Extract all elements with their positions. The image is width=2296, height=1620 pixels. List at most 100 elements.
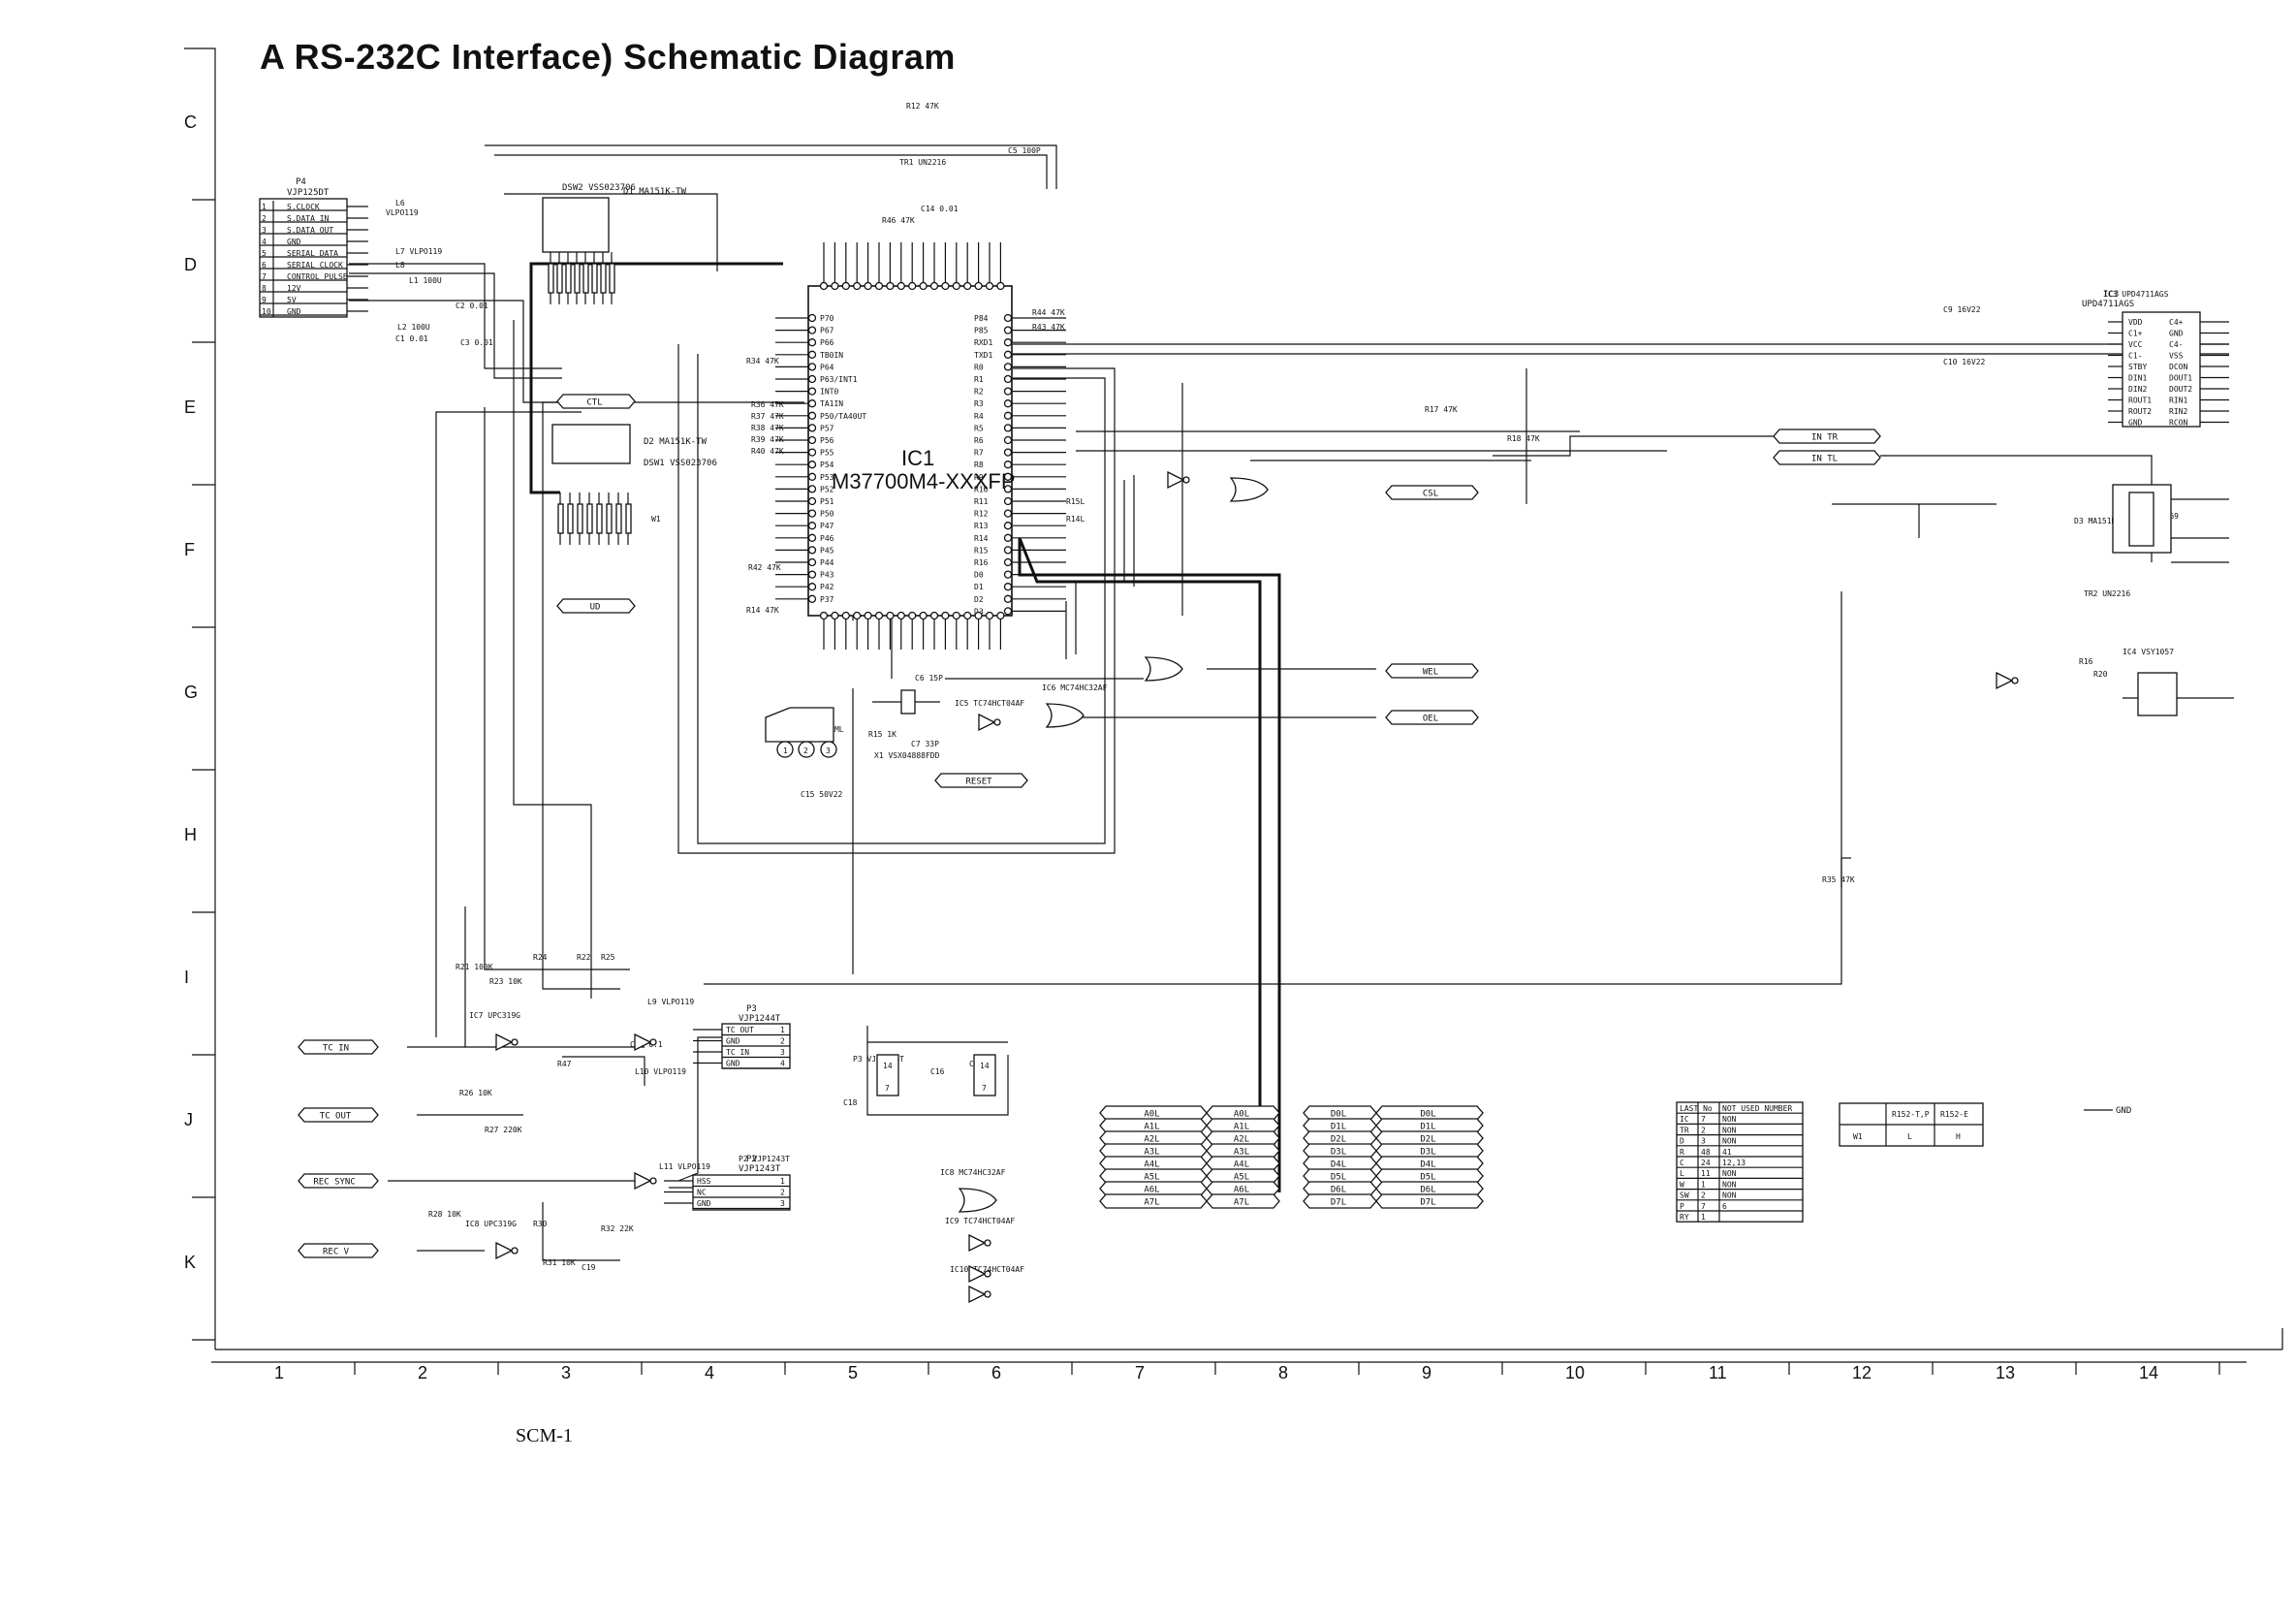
ic1-right-pin: R6 <box>974 436 984 445</box>
conn-pin-number: 2 <box>780 1037 785 1046</box>
ic1-left-pin: P67 <box>820 327 834 335</box>
table-cell: NON <box>1722 1180 1737 1189</box>
port-bus-d: D7L <box>1331 1198 1346 1208</box>
gnd-label: GND <box>2116 1106 2131 1116</box>
table-cell: SW <box>1680 1191 1689 1200</box>
port-bus-d-mirror: D1L <box>1420 1123 1435 1132</box>
port-bus-a-mirror: A0L <box>1234 1110 1249 1120</box>
option-cell: L <box>1907 1132 1912 1141</box>
ic3: IC3 UPD4711AGS VDDC1+VCCC1-STBYDIN1DIN2R… <box>2082 290 2229 428</box>
ic3-right-pin: C4+ <box>2169 318 2184 327</box>
port-wel: WEL <box>1423 668 1438 678</box>
part-label: R31 10K <box>543 1258 576 1267</box>
port-bus-a-mirror: A5L <box>1234 1173 1249 1183</box>
p4-pin-number: 2 <box>262 214 267 223</box>
part-label: R36 47K <box>751 400 784 409</box>
ic3-right-pin: VSS <box>2169 352 2184 361</box>
svg-text:14: 14 <box>883 1062 893 1070</box>
p4-pin-number: 8 <box>262 284 267 293</box>
part-label: C3 0.01 <box>460 338 493 347</box>
port-bus-d: D0L <box>1331 1110 1346 1120</box>
p4-pin-signal: 5V <box>287 296 297 304</box>
ic1-left-pin: P45 <box>820 546 834 555</box>
ic3-right-pin: RCON <box>2169 419 2187 428</box>
ic3-left-pin: VDD <box>2128 318 2143 327</box>
svg-text:VJP1243T: VJP1243T <box>739 1164 781 1174</box>
frame-col-label: 7 <box>1135 1363 1145 1382</box>
part-label: C18 <box>843 1098 858 1107</box>
dsw1: DSW1 VSS023706 D2 MA151K-TW <box>551 424 717 545</box>
part-label: R12 47K <box>906 102 939 111</box>
table-cell: C <box>1680 1159 1684 1167</box>
conn-pin-number: 3 <box>780 1199 785 1208</box>
part-label: C7 33P <box>911 740 939 748</box>
p4-pin-signal: S.DATA IN <box>287 214 330 223</box>
part-label: C2 0.01 <box>456 302 488 310</box>
ic1-right-pin: R7 <box>974 449 984 458</box>
part-label: C15 50V22 <box>801 790 843 799</box>
frame-row-label: I <box>184 968 189 987</box>
port-bus-d: D1L <box>1331 1123 1346 1132</box>
p4-ref: P4 <box>296 177 306 187</box>
ic1-right-pin: D2 <box>974 595 984 604</box>
ic1-left-pin: P64 <box>820 363 834 371</box>
port-bus-a-mirror: A1L <box>1234 1123 1249 1132</box>
table-cell: 2 <box>1701 1126 1706 1134</box>
table-cell: D <box>1680 1137 1684 1146</box>
part-label: IC9 TC74HCT04AF <box>945 1217 1015 1225</box>
port-bus-d-mirror: D6L <box>1420 1186 1435 1195</box>
svg-text:7: 7 <box>982 1084 987 1093</box>
frame-col-label: 3 <box>561 1363 571 1382</box>
part-label: R38 47K <box>751 424 784 432</box>
port-bus-d-mirror: D2L <box>1420 1135 1435 1145</box>
port-ud: UD <box>590 603 601 613</box>
logic-gates <box>495 470 2019 1304</box>
ic3-left-pin: C1- <box>2128 352 2142 361</box>
ic1-ref: IC1 <box>901 446 934 470</box>
part-label: R14L <box>1066 515 1085 524</box>
conn-pin-number: 1 <box>780 1026 785 1034</box>
ic1-left-pin: P46 <box>820 534 834 543</box>
table-cell: 24 <box>1701 1159 1711 1167</box>
conn-pin-signal: NC <box>697 1189 707 1197</box>
conn-pin-signal: GND <box>697 1199 711 1208</box>
p4-pin-number: 10 <box>262 307 271 316</box>
part-label: L7 VLPO119 <box>395 247 442 256</box>
frame-col-label: 6 <box>991 1363 1001 1382</box>
ic1-part: M37700M4-XXXFP <box>832 469 1016 493</box>
part-label: R32 22K <box>601 1224 634 1233</box>
port-bus-a-mirror: A2L <box>1234 1135 1249 1145</box>
ic1-left-pin: P63/INT1 <box>820 375 858 384</box>
table-cell: TR <box>1680 1126 1689 1134</box>
ic1-left-pin: P66 <box>820 338 834 347</box>
port-rec-v: REC V <box>323 1248 350 1257</box>
frame-col-label: 9 <box>1422 1363 1431 1382</box>
part-label: C16 <box>930 1067 945 1076</box>
ic1-right-pin: P85 <box>974 327 989 335</box>
ic3-right-pin: RIN2 <box>2169 407 2187 416</box>
ic3-right-pin: GND <box>2169 330 2184 338</box>
port-bus-d-mirror: D4L <box>1420 1160 1435 1170</box>
crystal-x1 <box>872 689 940 715</box>
ic3-left-pin: STBY <box>2128 363 2147 371</box>
port-csl: CSL <box>1423 490 1438 499</box>
part-label: C6 15P <box>915 674 943 683</box>
part-label: L9 VLPO119 <box>647 998 694 1006</box>
conn-pin-signal: TC OUT <box>726 1026 754 1034</box>
part-label: R43 47K <box>1032 323 1065 332</box>
port-bus-d-mirror: D5L <box>1420 1173 1435 1183</box>
frame-row-label: G <box>184 683 198 702</box>
part-label: IC7 UPC319G <box>469 1011 520 1020</box>
svg-text:D2 MA151K-TW: D2 MA151K-TW <box>644 437 708 447</box>
port-bus-d: D3L <box>1331 1148 1346 1158</box>
ic1-right-pin: RXD1 <box>974 338 992 347</box>
conn-pin-number: 3 <box>780 1048 785 1057</box>
p4-pin-signal: S.DATA OUT <box>287 226 333 235</box>
port-in-tl: IN TL <box>1811 455 1838 464</box>
conn-pin-number: 2 <box>780 1189 785 1197</box>
p4-pin-number: 5 <box>262 249 267 258</box>
part-label: L6 <box>395 199 405 207</box>
option-cell: H <box>1956 1132 1961 1141</box>
part-label: C14 0.01 <box>921 205 959 213</box>
